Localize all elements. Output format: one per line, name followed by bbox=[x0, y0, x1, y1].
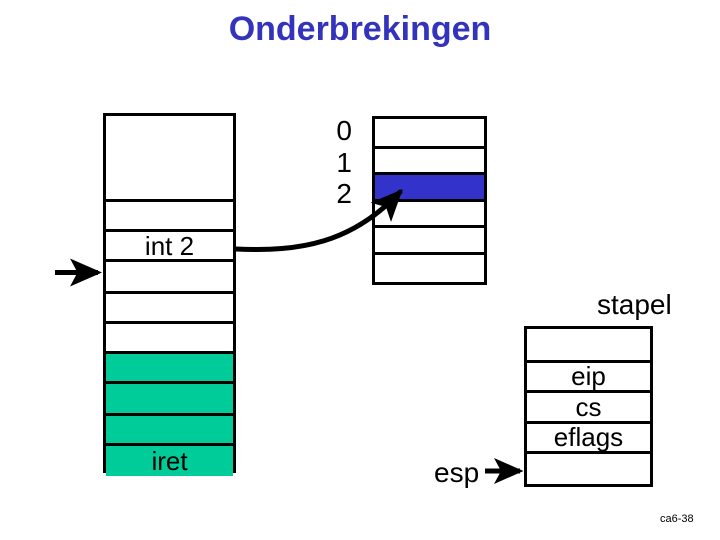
program-memory-table: int 2 iret bbox=[103, 113, 236, 476]
stack-caption: stapel bbox=[597, 289, 672, 320]
table-row bbox=[106, 321, 233, 351]
stack-row-cs: cs bbox=[527, 390, 650, 421]
table-row bbox=[106, 116, 233, 199]
table-row bbox=[106, 259, 233, 291]
ivt-index-1: 1 bbox=[336, 147, 352, 178]
stack-row bbox=[527, 329, 650, 360]
table-row-handler bbox=[106, 381, 233, 413]
ivt-row bbox=[375, 225, 484, 252]
stack-row-top bbox=[527, 451, 650, 482]
table-row-iret: iret bbox=[106, 443, 233, 476]
table-row bbox=[106, 199, 233, 229]
stack-row-eflags: eflags bbox=[527, 420, 650, 451]
interrupt-vector-table bbox=[372, 116, 487, 285]
ivt-row bbox=[375, 145, 484, 172]
table-row bbox=[106, 291, 233, 321]
ivt-row bbox=[375, 198, 484, 225]
ivt-row-selected bbox=[375, 172, 484, 199]
table-row-int2: int 2 bbox=[106, 229, 233, 259]
table-row-handler bbox=[106, 351, 233, 381]
ivt-row bbox=[375, 251, 484, 278]
ivt-row bbox=[375, 119, 484, 146]
footer-note: ca6-38 bbox=[660, 513, 694, 525]
page-title: Onderbrekingen bbox=[228, 10, 492, 48]
table-row-handler bbox=[106, 413, 233, 443]
ivt-index-2: 2 bbox=[336, 178, 352, 209]
stack-pointer-label: esp bbox=[434, 457, 480, 488]
stack-row-eip: eip bbox=[527, 359, 650, 390]
stack-table: eip cs eflags bbox=[524, 326, 653, 487]
ivt-index-0: 0 bbox=[336, 115, 352, 146]
